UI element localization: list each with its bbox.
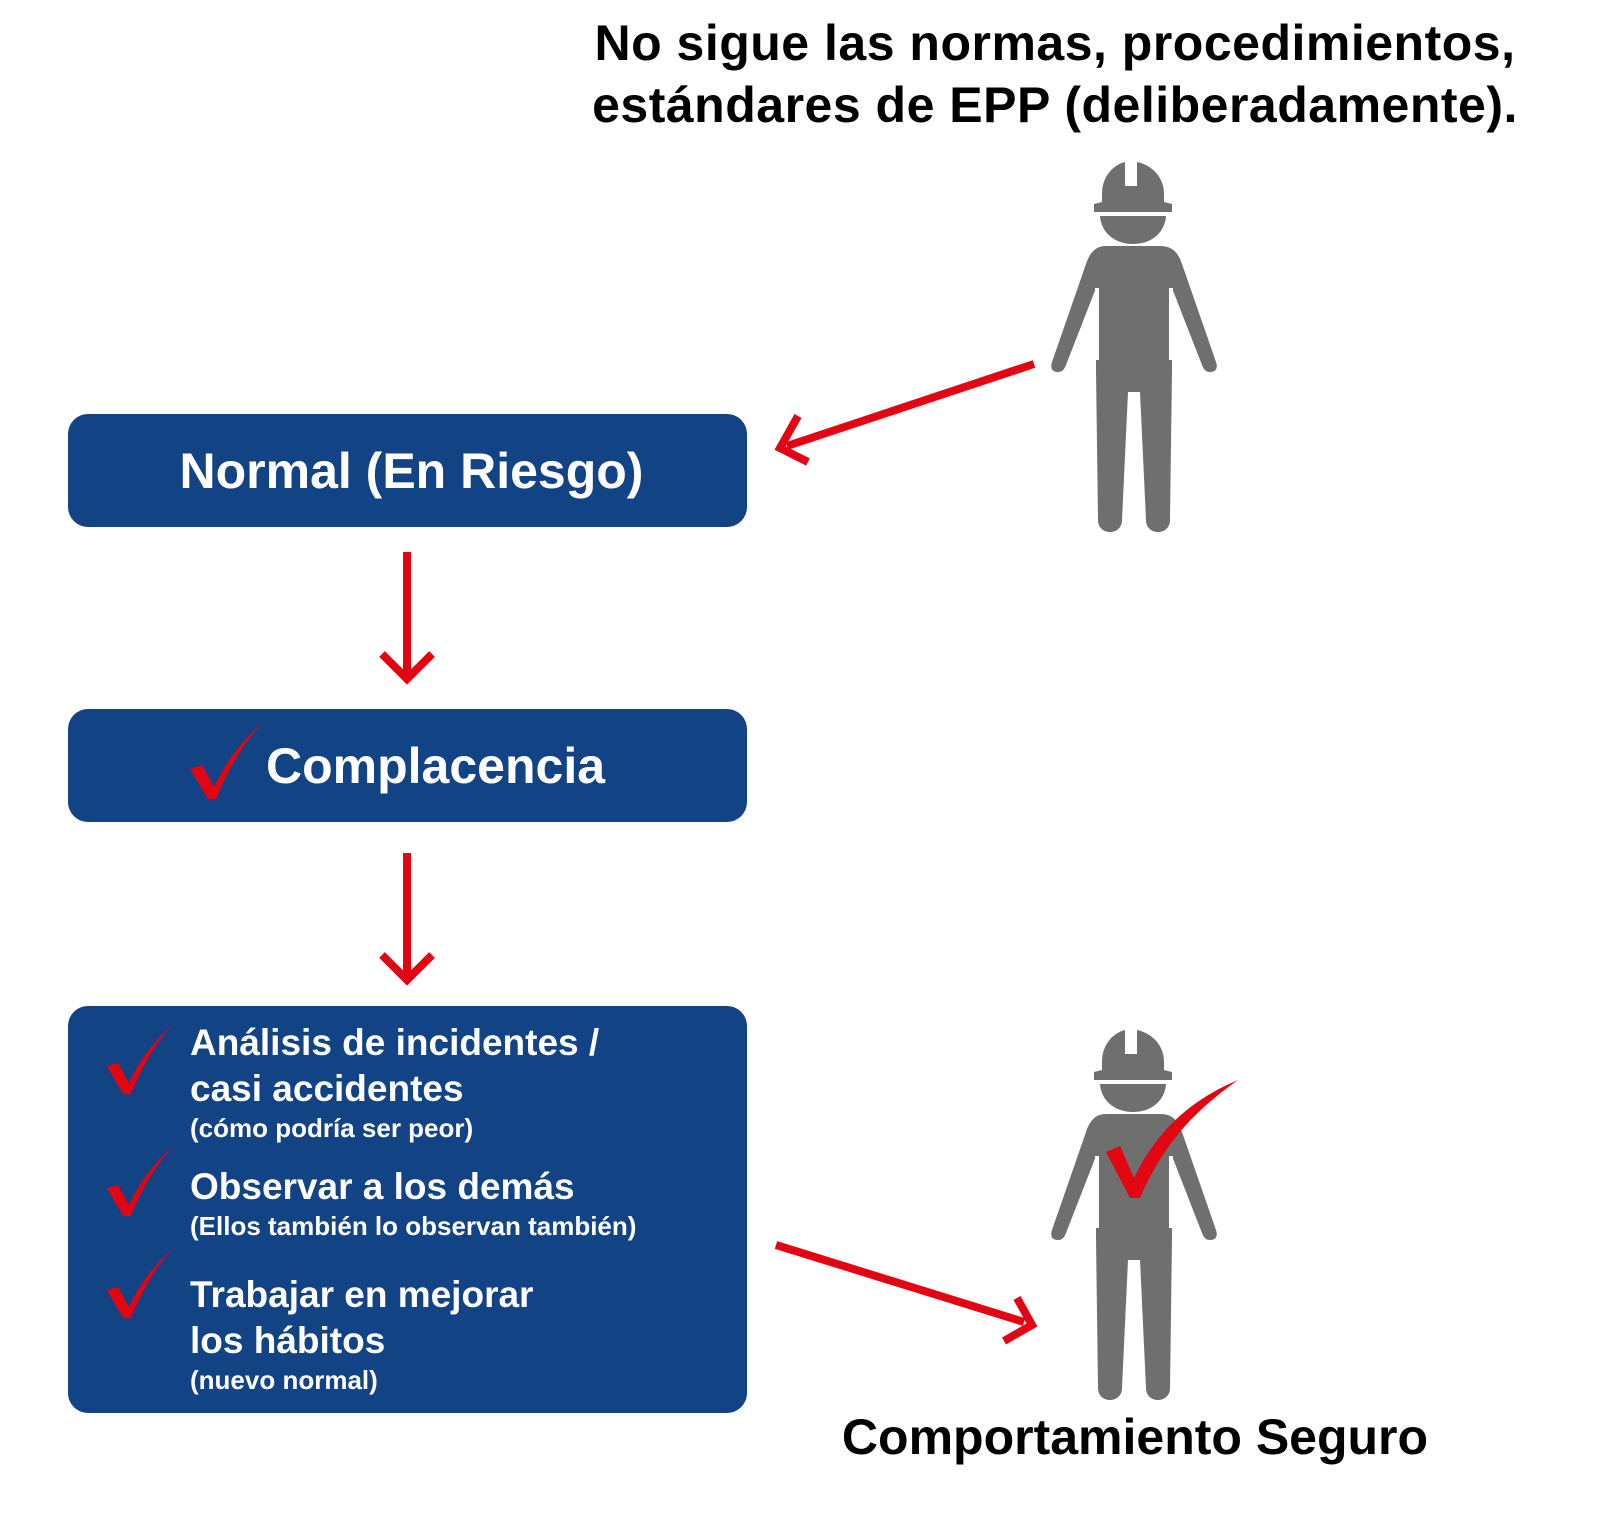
list-item: Observar a los demás (Ellos también lo o…: [190, 1164, 636, 1242]
list-item-title: Análisis de incidentes /: [190, 1022, 600, 1063]
title-line-1: No sigue las normas, procedimientos,: [594, 15, 1516, 71]
safe-behavior-label: Comportamiento Seguro: [841, 1409, 1429, 1465]
worker-icon: [1051, 162, 1217, 532]
arrow-icon: [774, 1241, 1038, 1345]
complacency-box: Complacencia: [68, 709, 747, 822]
list-item-note: (cómo podría ser peor): [190, 1113, 474, 1143]
list-item: Análisis de incidentes / casi accidentes…: [190, 1020, 599, 1144]
check-icon: [106, 1247, 174, 1319]
normal-at-risk-box: Normal (En Riesgo): [68, 414, 747, 527]
diagram-title: No sigue las normas, procedimientos, est…: [560, 12, 1550, 136]
hard-hat-icon: [1094, 162, 1172, 212]
list-item-note: (Ellos también lo observan también): [190, 1211, 637, 1241]
list-item: Trabajar en mejorar los hábitos (nuevo n…: [190, 1272, 533, 1396]
arrow-icon: [379, 853, 435, 986]
list-item-title: los hábitos: [190, 1320, 386, 1361]
list-item-title: casi accidentes: [190, 1068, 464, 1109]
check-icon: [190, 723, 262, 799]
list-item-title: Observar a los demás: [190, 1166, 575, 1207]
list-item-title: Trabajar en mejorar: [190, 1274, 534, 1315]
arrow-icon: [774, 360, 1036, 466]
actions-box: Análisis de incidentes / casi accidentes…: [68, 1006, 747, 1413]
complacency-label: Complacencia: [266, 738, 606, 794]
normal-at-risk-label: Normal (En Riesgo): [179, 442, 644, 499]
list-item-note: (nuevo normal): [190, 1365, 378, 1395]
title-line-2: estándares de EPP (deliberadamente).: [592, 77, 1518, 133]
safe-worker-icon: [1051, 1030, 1238, 1400]
arrow-icon: [379, 552, 435, 685]
check-icon: [106, 1023, 174, 1095]
check-icon: [1106, 1080, 1238, 1198]
check-icon: [106, 1145, 174, 1217]
hard-hat-icon: [1094, 1030, 1172, 1080]
